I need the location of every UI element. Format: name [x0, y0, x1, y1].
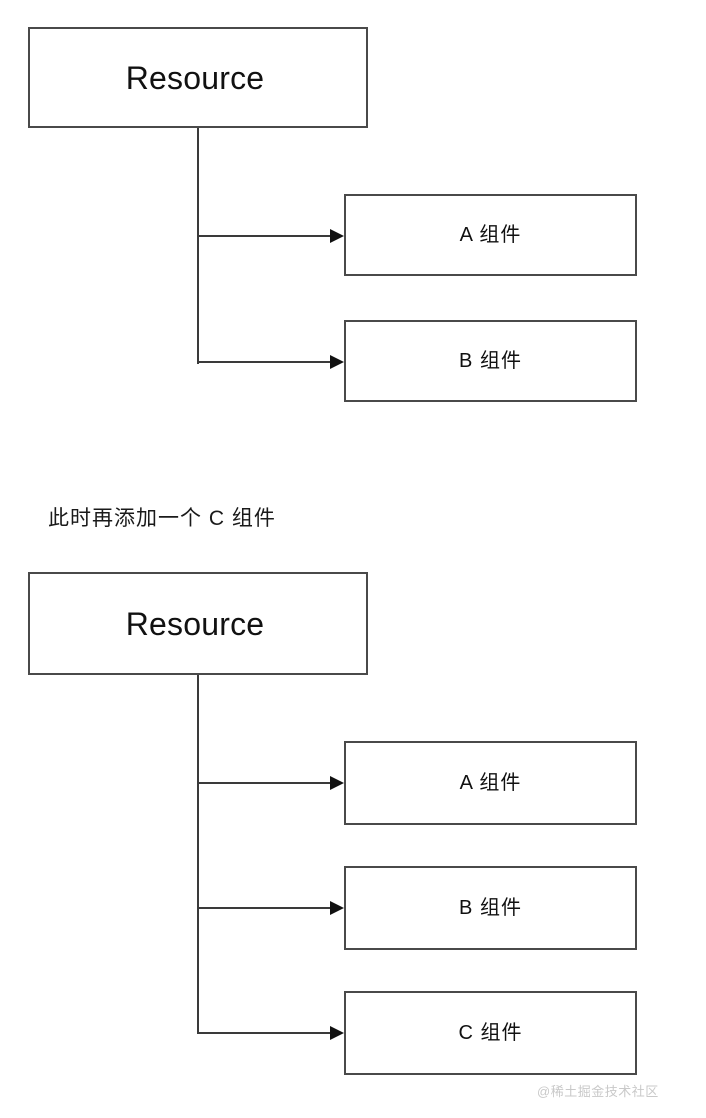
leaf-node-b-before[interactable]: B 组件 — [344, 320, 637, 402]
connector-branch-to-b-after — [197, 907, 332, 909]
connector-branch-to-a-before — [197, 235, 332, 237]
leaf-node-a-before[interactable]: A 组件 — [344, 194, 637, 276]
connector-branch-to-a-after — [197, 782, 332, 784]
arrowhead-to-b-after — [330, 901, 344, 915]
root-node-label: Resource — [125, 605, 265, 642]
leaf-node-c-after[interactable]: C 组件 — [344, 991, 637, 1075]
leaf-node-label: A 组件 — [459, 772, 522, 794]
leaf-node-label: A 组件 — [459, 224, 522, 246]
leaf-node-label: C 组件 — [458, 1022, 523, 1044]
arrowhead-to-a-after — [330, 776, 344, 790]
root-node-resource-before[interactable]: Resource — [28, 27, 368, 128]
watermark-label: @稀土掘金技术社区 — [537, 1084, 659, 1099]
connector-trunk-after — [197, 675, 199, 1034]
arrowhead-to-a-before — [330, 229, 344, 243]
leaf-node-label: B 组件 — [459, 897, 522, 919]
leaf-node-a-after[interactable]: A 组件 — [344, 741, 637, 825]
connector-branch-to-c-after — [197, 1032, 332, 1034]
connector-trunk-before — [197, 128, 199, 364]
caption-text: 此时再添加一个 C 组件 — [48, 507, 276, 530]
leaf-node-label: B 组件 — [459, 350, 522, 372]
connector-branch-to-b-before — [197, 361, 332, 363]
leaf-node-b-after[interactable]: B 组件 — [344, 866, 637, 950]
root-node-resource-after[interactable]: Resource — [28, 572, 368, 675]
root-node-label: Resource — [125, 59, 265, 96]
arrowhead-to-b-before — [330, 355, 344, 369]
arrowhead-to-c-after — [330, 1026, 344, 1040]
